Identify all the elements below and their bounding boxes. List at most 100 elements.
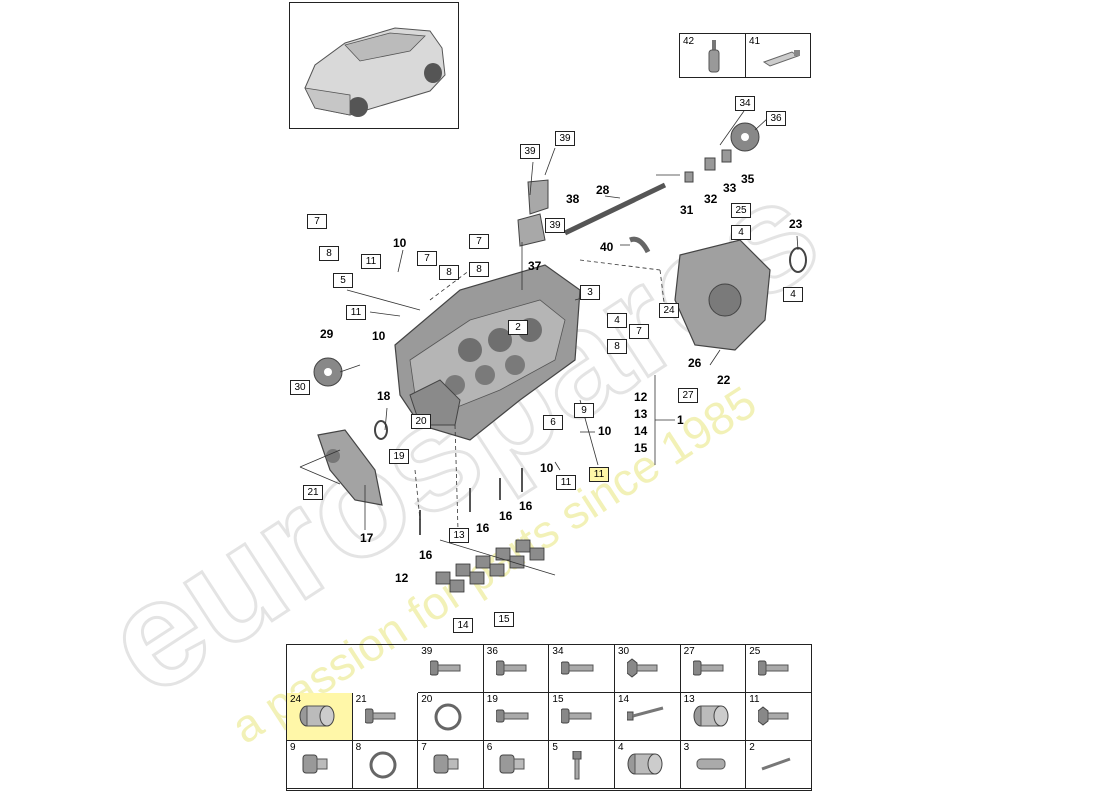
callout-10: 10 bbox=[540, 461, 554, 475]
sleeve-icon bbox=[299, 705, 335, 727]
hex-bolt-icon bbox=[758, 706, 789, 726]
callout-12: 12 bbox=[395, 571, 409, 585]
callout-13: 13 bbox=[634, 407, 648, 421]
part-cell-11: 11 bbox=[746, 693, 812, 741]
long-bolt-icon bbox=[627, 706, 664, 721]
boxed-callout-13: 13 bbox=[449, 528, 469, 543]
callout-1: 1 bbox=[677, 413, 684, 427]
part-number: 8 bbox=[355, 742, 362, 753]
part-cell-5: 5 bbox=[549, 741, 615, 789]
callout-29: 29 bbox=[320, 327, 334, 341]
callout-37: 37 bbox=[528, 259, 542, 273]
part-number: 11 bbox=[749, 694, 760, 705]
part-number: 9 bbox=[290, 742, 296, 753]
o-ring-icon bbox=[369, 751, 397, 779]
part-number: 15 bbox=[552, 694, 564, 705]
part-cell-4: 4 bbox=[615, 741, 681, 789]
plug-icon bbox=[433, 754, 459, 774]
callout-17: 17 bbox=[360, 531, 374, 545]
boxed-callout-11-highlighted: 11 bbox=[589, 467, 609, 482]
part-cell-3: 3 bbox=[680, 741, 747, 789]
part-cell-20: 20 bbox=[418, 693, 484, 741]
consumable-41-number: 41 bbox=[749, 36, 761, 47]
engine-block-diagram bbox=[299, 110, 807, 593]
part-number: 13 bbox=[683, 694, 695, 705]
plug-icon bbox=[499, 754, 525, 774]
part-number: 36 bbox=[486, 646, 498, 657]
part-cell-25: 25 bbox=[746, 645, 812, 693]
callout-10: 10 bbox=[393, 236, 407, 250]
boxed-callout-30: 30 bbox=[290, 380, 310, 395]
boxed-callout-4: 4 bbox=[731, 225, 751, 240]
part-number: 2 bbox=[749, 742, 755, 753]
boxed-callout-9: 9 bbox=[574, 403, 594, 418]
sleeve-icon bbox=[627, 753, 663, 775]
callout-32: 32 bbox=[704, 192, 718, 206]
sealant-bottle-icon bbox=[708, 40, 720, 73]
callout-16: 16 bbox=[499, 509, 513, 523]
pin-icon bbox=[572, 751, 582, 780]
boxed-callout-6: 6 bbox=[543, 415, 563, 430]
boxed-callout-8: 8 bbox=[607, 339, 627, 354]
part-cell-30: 30 bbox=[615, 645, 681, 693]
bolt-flange-icon bbox=[758, 660, 789, 676]
part-cell-8: 8 bbox=[352, 741, 419, 789]
part-cell-36: 36 bbox=[483, 645, 550, 693]
callout-18: 18 bbox=[377, 389, 391, 403]
callout-23: 23 bbox=[789, 217, 803, 231]
part-number: 5 bbox=[552, 742, 558, 753]
plug-icon bbox=[302, 754, 328, 774]
part-number: 25 bbox=[749, 646, 761, 657]
callout-35: 35 bbox=[741, 172, 755, 186]
part-cell-13: 13 bbox=[680, 693, 747, 741]
boxed-callout-7: 7 bbox=[629, 324, 649, 339]
part-number: 6 bbox=[486, 742, 493, 753]
boxed-callout-4: 4 bbox=[783, 287, 803, 302]
callout-16: 16 bbox=[419, 548, 433, 562]
boxed-callout-39: 39 bbox=[545, 218, 565, 233]
boxed-callout-14: 14 bbox=[453, 618, 473, 633]
boxed-callout-34: 34 bbox=[735, 96, 755, 111]
consumable-42-number: 42 bbox=[683, 36, 695, 47]
part-cell-6: 6 bbox=[483, 741, 550, 789]
boxed-callout-15: 15 bbox=[494, 612, 514, 627]
callout-22: 22 bbox=[717, 373, 731, 387]
part-cell-27: 27 bbox=[680, 645, 747, 693]
o-ring-icon bbox=[434, 703, 462, 731]
part-number: 21 bbox=[355, 694, 367, 705]
boxed-callout-11: 11 bbox=[361, 254, 381, 269]
bolt-flange-icon bbox=[692, 660, 724, 676]
part-number: 4 bbox=[618, 742, 624, 753]
callout-26: 26 bbox=[688, 356, 702, 370]
bolt-flange-icon bbox=[364, 708, 396, 724]
boxed-callout-7: 7 bbox=[417, 251, 437, 266]
part-cell-7: 7 bbox=[418, 741, 484, 789]
callout-38: 38 bbox=[566, 192, 580, 206]
consumables-box: 42 41 bbox=[679, 33, 811, 78]
boxed-callout-8: 8 bbox=[439, 265, 459, 280]
callout-10: 10 bbox=[598, 424, 612, 438]
part-cell-9: 9 bbox=[287, 741, 353, 789]
part-cell-39: 39 bbox=[418, 645, 484, 693]
callout-14: 14 bbox=[634, 424, 648, 438]
boxed-callout-3: 3 bbox=[580, 285, 600, 300]
boxed-callout-11: 11 bbox=[346, 305, 366, 320]
bolt-icon bbox=[561, 661, 594, 675]
part-number: 19 bbox=[486, 694, 498, 705]
boxed-callout-7: 7 bbox=[469, 234, 489, 249]
part-cell-34: 34 bbox=[549, 645, 615, 693]
callout-33: 33 bbox=[723, 181, 737, 195]
part-number: 34 bbox=[552, 646, 564, 657]
part-number: 39 bbox=[421, 646, 433, 657]
callout-40: 40 bbox=[600, 240, 614, 254]
boxed-callout-24: 24 bbox=[659, 303, 679, 318]
part-number: 3 bbox=[683, 742, 690, 753]
boxed-callout-21: 21 bbox=[303, 485, 323, 500]
hex-bolt-icon bbox=[627, 658, 658, 678]
boxed-callout-39: 39 bbox=[555, 131, 575, 146]
boxed-callout-25: 25 bbox=[731, 203, 751, 218]
part-number: 20 bbox=[421, 694, 433, 705]
callout-16: 16 bbox=[519, 499, 533, 513]
boxed-callout-20: 20 bbox=[411, 414, 431, 429]
